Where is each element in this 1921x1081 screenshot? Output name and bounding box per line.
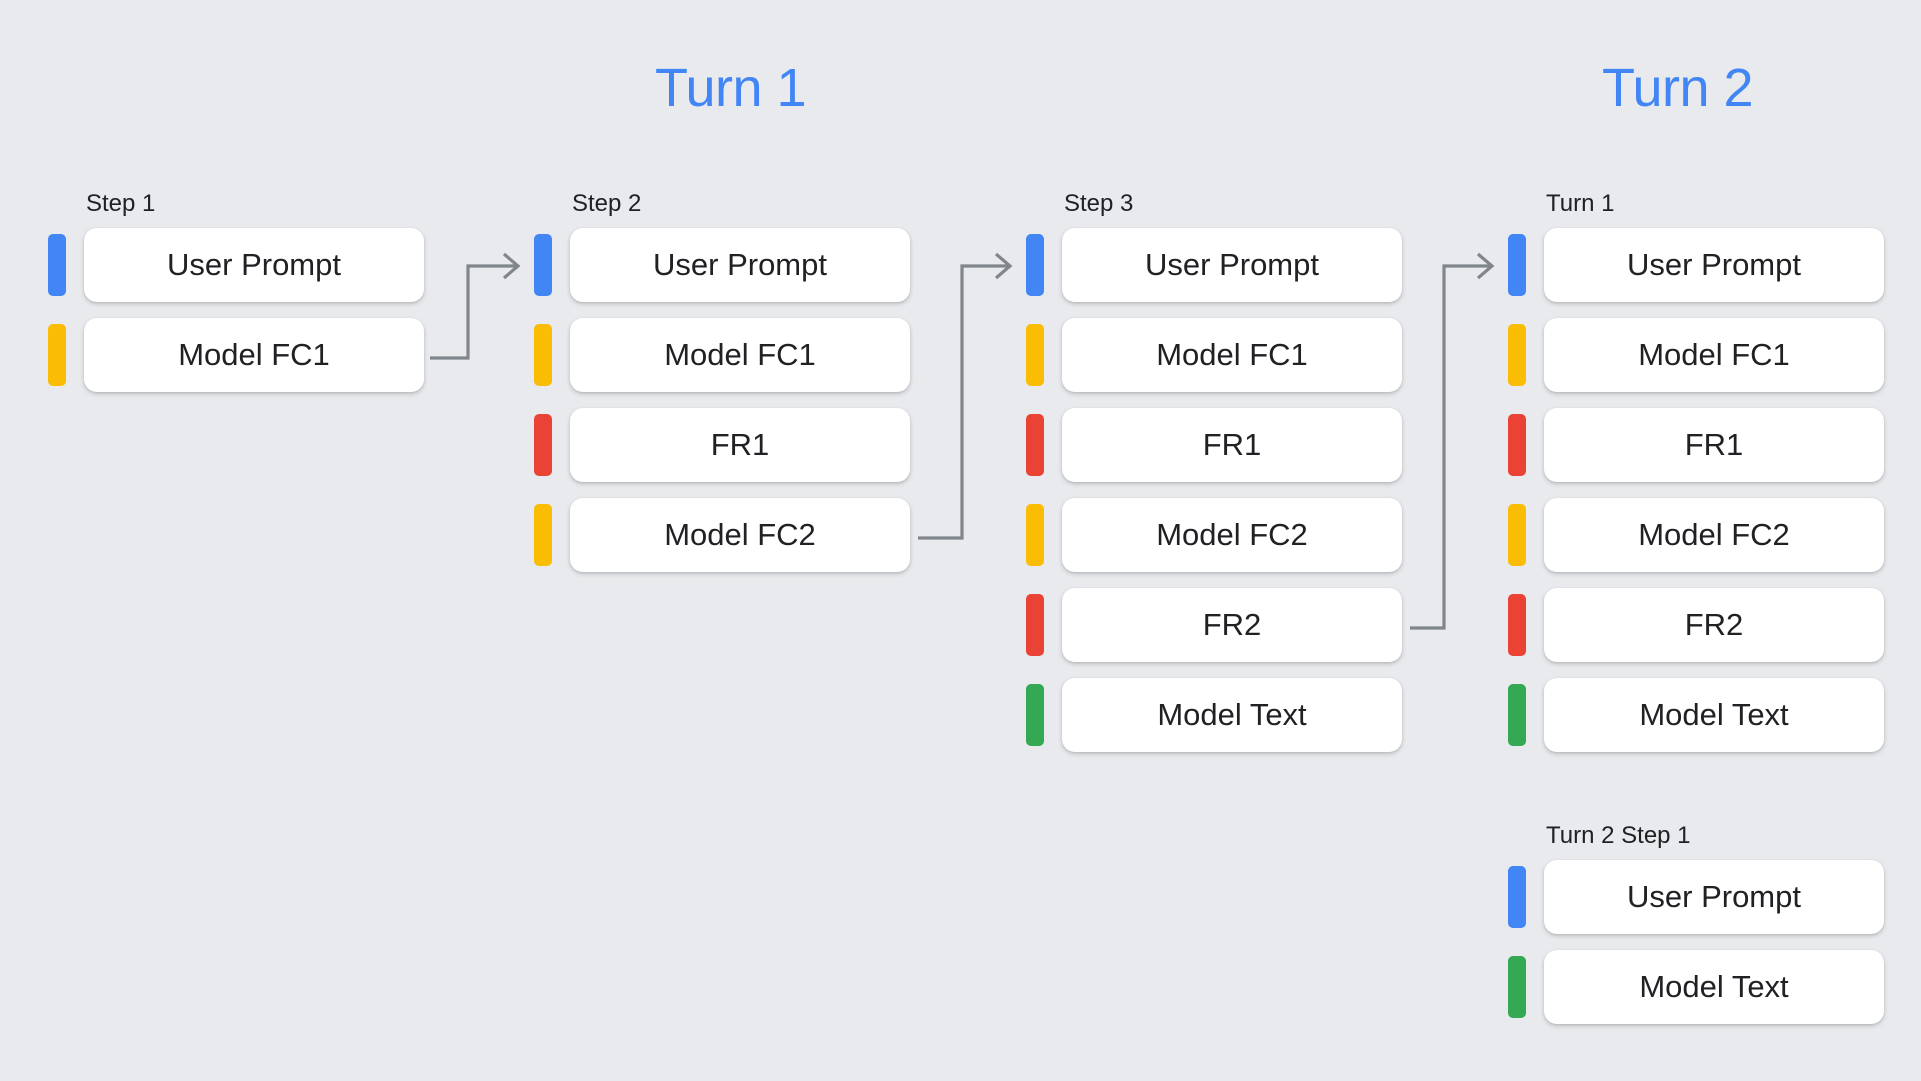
column-label-turn-2-step-1: Turn 2 Step 1 [1546,822,1691,849]
list-item[interactable]: FR1 [1026,408,1402,482]
list-item[interactable]: User Prompt [534,228,910,302]
list-item[interactable]: FR1 [534,408,910,482]
list-item[interactable]: FR2 [1508,588,1884,662]
card-fr1[interactable]: FR1 [570,408,910,482]
list-item[interactable]: Model FC2 [1508,498,1884,572]
connector-step1-to-step2 [430,252,521,360]
status-bar-yellow-icon [1026,324,1044,386]
card-model-fc1[interactable]: Model FC1 [84,318,424,392]
card-model-text[interactable]: Model Text [1062,678,1402,752]
card-model-fc1[interactable]: Model FC1 [570,318,910,392]
column-label-turn-1: Turn 1 [1546,190,1615,217]
card-model-fc1[interactable]: Model FC1 [1062,318,1402,392]
status-bar-yellow-icon [48,324,66,386]
card-model-fc2[interactable]: Model FC2 [1544,498,1884,572]
connector-step3-to-turn2 [1410,252,1495,630]
status-bar-yellow-icon [1026,504,1044,566]
card-model-text[interactable]: Model Text [1544,678,1884,752]
card-model-text[interactable]: Model Text [1544,950,1884,1024]
status-bar-red-icon [1508,414,1526,476]
status-bar-green-icon [1508,684,1526,746]
status-bar-blue-icon [1508,234,1526,296]
list-item[interactable]: FR1 [1508,408,1884,482]
column-step-1: Step 1 User Prompt Model FC1 [48,190,424,392]
turn-2-heading: Turn 2 [1602,58,1754,118]
card-fr1[interactable]: FR1 [1062,408,1402,482]
status-bar-red-icon [1508,594,1526,656]
card-user-prompt[interactable]: User Prompt [570,228,910,302]
list-item[interactable]: User Prompt [48,228,424,302]
list-item[interactable]: User Prompt [1026,228,1402,302]
card-model-fc2[interactable]: Model FC2 [570,498,910,572]
status-bar-blue-icon [1508,866,1526,928]
list-item[interactable]: User Prompt [1508,228,1884,302]
list-item[interactable]: Model Text [1508,678,1884,752]
list-item[interactable]: Model Text [1508,950,1884,1024]
status-bar-yellow-icon [1508,324,1526,386]
card-fr1[interactable]: FR1 [1544,408,1884,482]
column-label-step-1: Step 1 [86,190,156,217]
connector-step2-to-step3 [918,252,1013,540]
column-step-3: Step 3 User Prompt Model FC1 FR1 Model F… [1026,190,1402,752]
list-item[interactable]: User Prompt [1508,860,1884,934]
turn-1-heading: Turn 1 [655,58,807,118]
status-bar-yellow-icon [534,504,552,566]
column-turn-2-step-1: Turn 2 Step 1 User Prompt Model Text [1508,822,1884,1024]
list-item[interactable]: FR2 [1026,588,1402,662]
list-item[interactable]: Model FC1 [48,318,424,392]
column-turn-2-turn-1: Turn 1 User Prompt Model FC1 FR1 Model F… [1508,190,1884,752]
status-bar-yellow-icon [1508,504,1526,566]
card-user-prompt[interactable]: User Prompt [1544,860,1884,934]
card-model-fc1[interactable]: Model FC1 [1544,318,1884,392]
card-user-prompt[interactable]: User Prompt [84,228,424,302]
list-item[interactable]: Model FC2 [534,498,910,572]
status-bar-blue-icon [48,234,66,296]
card-user-prompt[interactable]: User Prompt [1062,228,1402,302]
status-bar-red-icon [534,414,552,476]
list-item[interactable]: Model FC1 [1508,318,1884,392]
status-bar-blue-icon [1026,234,1044,296]
column-label-step-2: Step 2 [572,190,642,217]
card-fr2[interactable]: FR2 [1544,588,1884,662]
status-bar-green-icon [1026,684,1044,746]
list-item[interactable]: Model FC1 [1026,318,1402,392]
status-bar-blue-icon [534,234,552,296]
status-bar-yellow-icon [534,324,552,386]
status-bar-red-icon [1026,414,1044,476]
list-item[interactable]: Model Text [1026,678,1402,752]
list-item[interactable]: Model FC2 [1026,498,1402,572]
status-bar-red-icon [1026,594,1044,656]
column-label-step-3: Step 3 [1064,190,1134,217]
card-user-prompt[interactable]: User Prompt [1544,228,1884,302]
status-bar-green-icon [1508,956,1526,1018]
column-step-2: Step 2 User Prompt Model FC1 FR1 Model F… [534,190,910,572]
list-item[interactable]: Model FC1 [534,318,910,392]
card-fr2[interactable]: FR2 [1062,588,1402,662]
card-model-fc2[interactable]: Model FC2 [1062,498,1402,572]
